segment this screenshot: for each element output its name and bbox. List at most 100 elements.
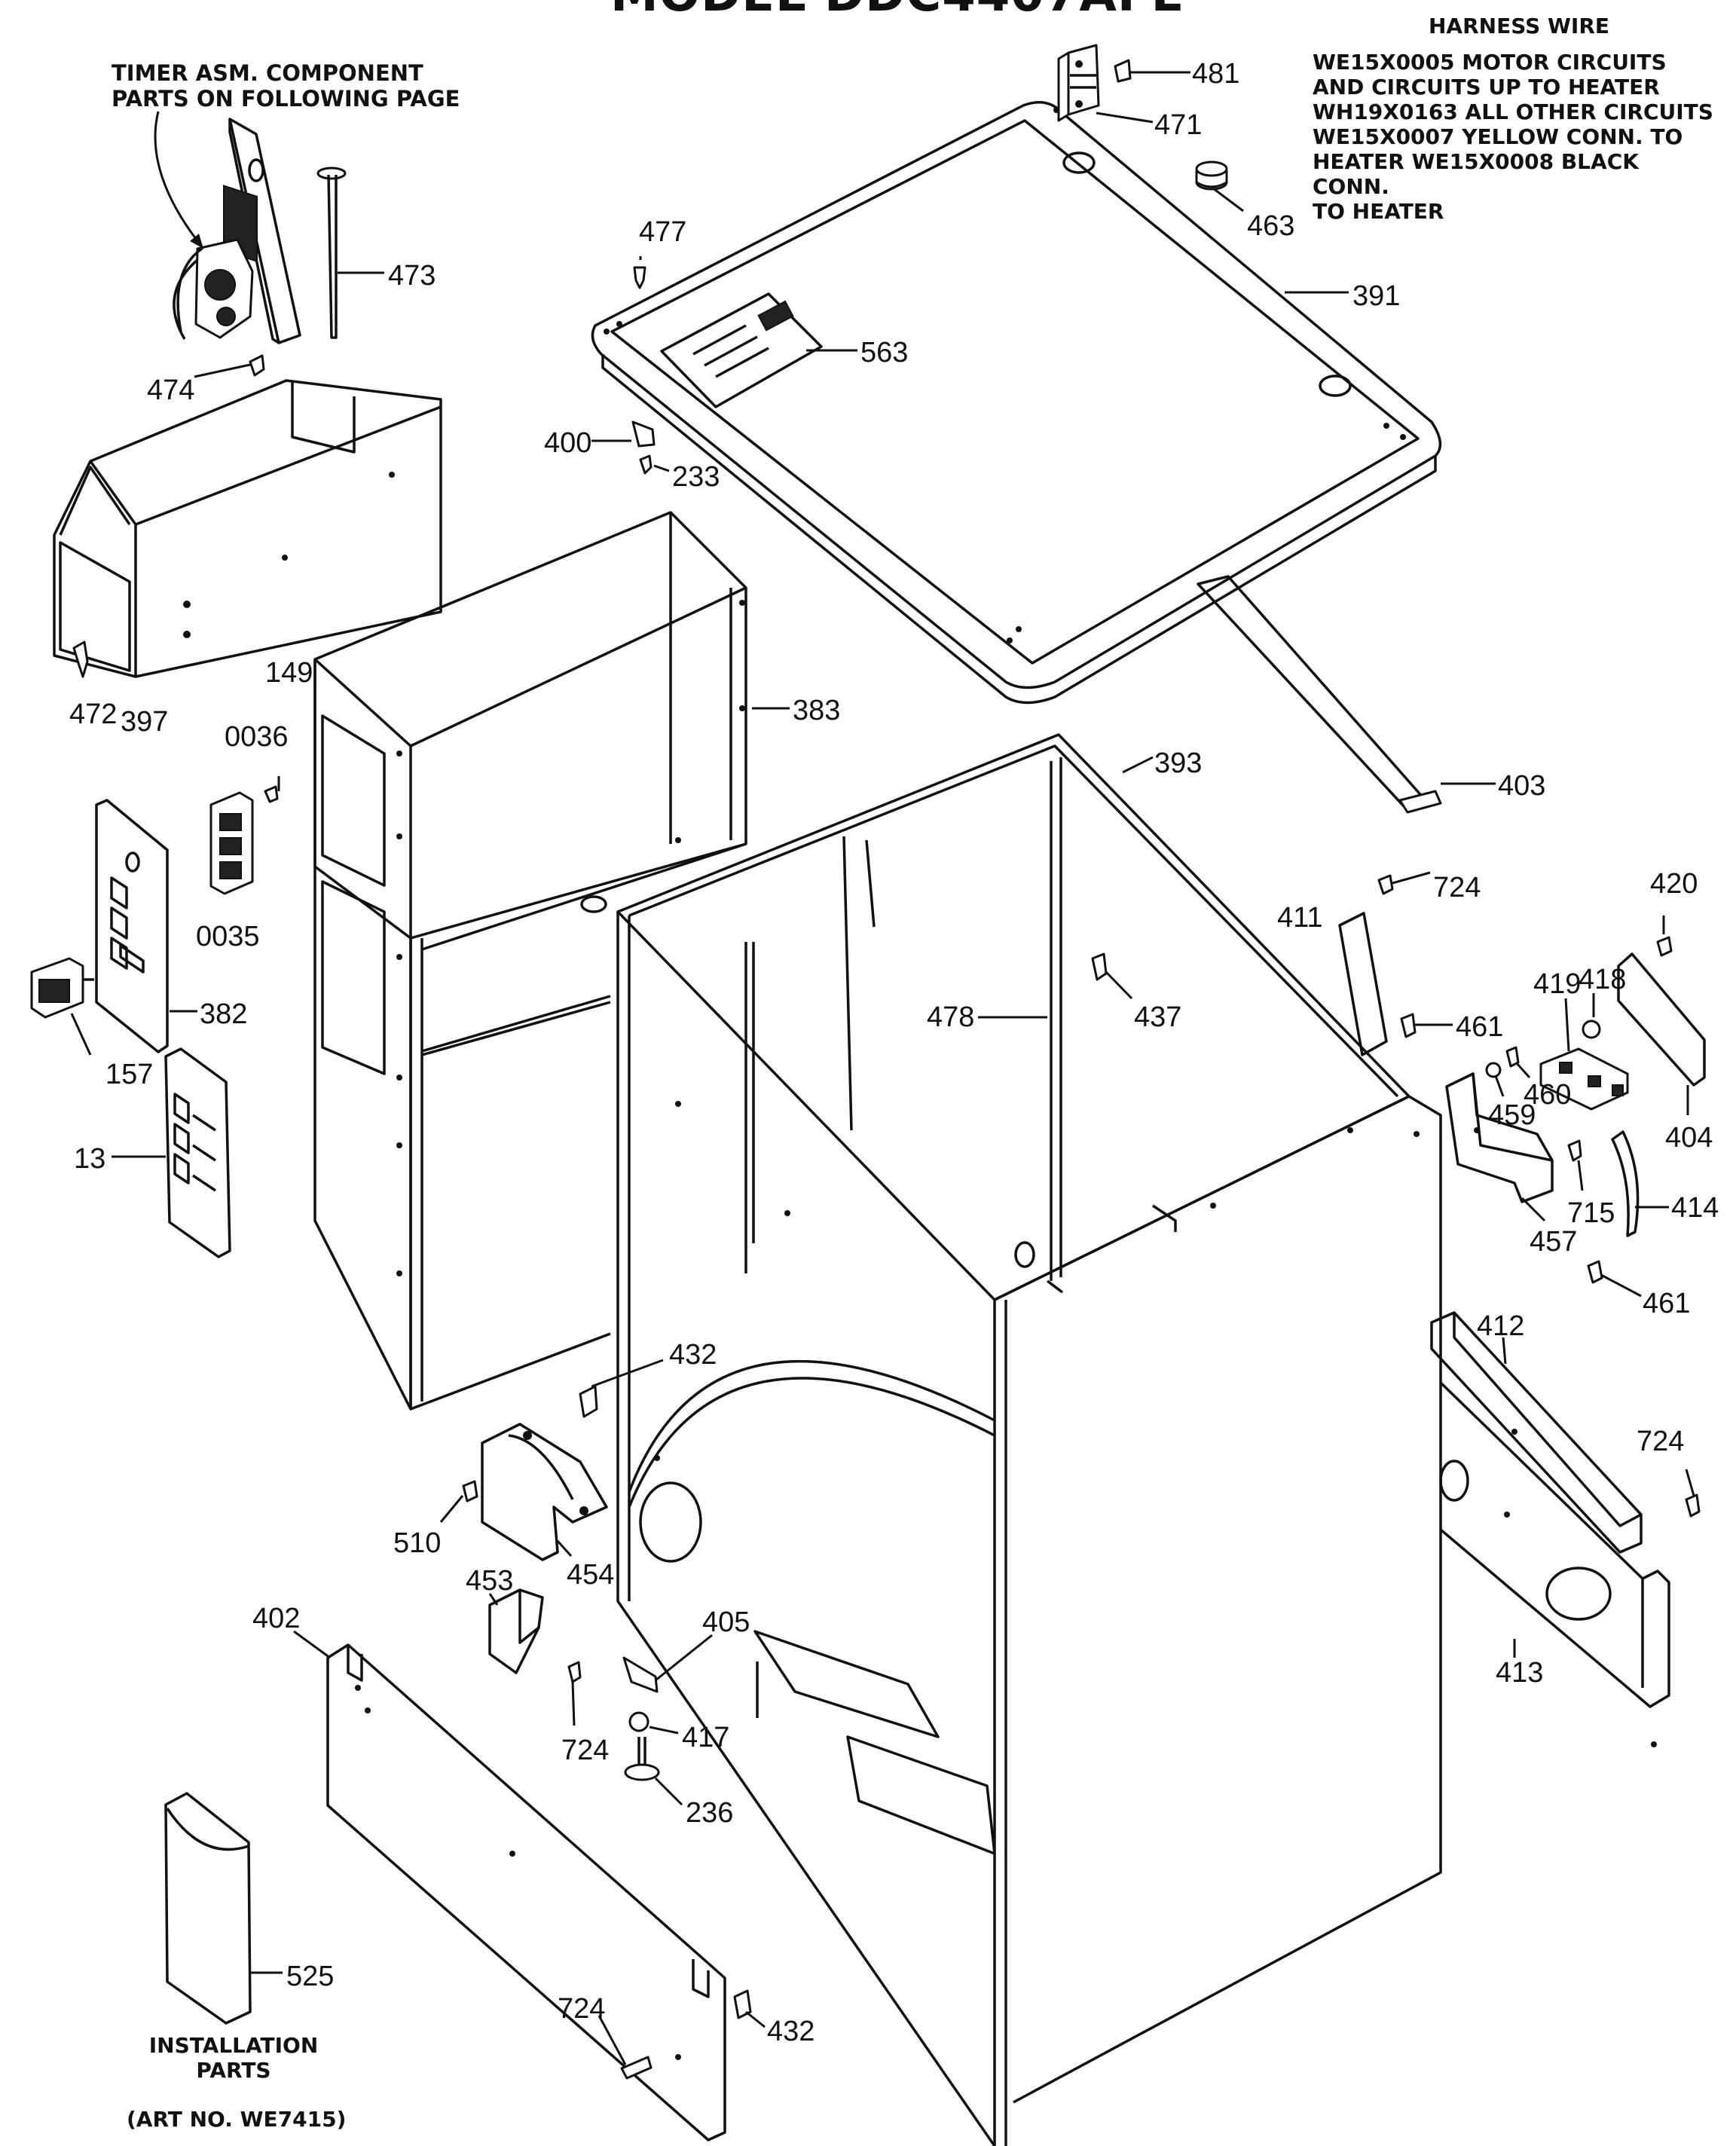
shield-414 bbox=[1611, 1130, 1640, 1237]
label-393: 393 bbox=[1154, 747, 1202, 779]
screw-461-lower bbox=[1587, 1260, 1603, 1284]
timer-motor bbox=[154, 111, 254, 340]
screw-510 bbox=[462, 1480, 478, 1503]
console-397 bbox=[53, 379, 442, 678]
installation-envelope-525 bbox=[164, 1792, 252, 2025]
label-525: 525 bbox=[286, 1961, 334, 1992]
part-labels: 481 471 463 391 477 563 473 474 400 233 … bbox=[69, 58, 1719, 2047]
bracket-454 bbox=[481, 1423, 608, 1561]
label-461-upper: 461 bbox=[1456, 1011, 1503, 1043]
rail-403 bbox=[1197, 575, 1426, 809]
switch-157 bbox=[30, 957, 94, 1019]
label-413: 413 bbox=[1496, 1657, 1543, 1689]
installation-parts-note: INSTALLATION PARTS bbox=[148, 2033, 319, 2083]
screw-460 bbox=[1505, 1046, 1520, 1068]
cover-404 bbox=[1617, 952, 1706, 1087]
art-number-note: (ART NO. WE7415) bbox=[127, 2107, 347, 2132]
screw-481 bbox=[1114, 59, 1132, 83]
label-404: 404 bbox=[1665, 1122, 1713, 1154]
label-403: 403 bbox=[1498, 770, 1545, 802]
cabinet-393 bbox=[616, 733, 1442, 2146]
label-724-top: 724 bbox=[1433, 872, 1481, 903]
label-419: 419 bbox=[1533, 968, 1581, 1000]
top-panel bbox=[591, 101, 1442, 705]
screw-420 bbox=[1656, 936, 1673, 957]
screw-437 bbox=[1091, 952, 1108, 981]
label-417: 417 bbox=[682, 1722, 729, 1753]
screw-233 bbox=[639, 454, 653, 475]
screw-724-bottom bbox=[620, 2056, 653, 2080]
label-391: 391 bbox=[1352, 280, 1400, 312]
label-454: 454 bbox=[567, 1559, 614, 1591]
label-233: 233 bbox=[672, 461, 720, 493]
label-510: 510 bbox=[393, 1527, 441, 1559]
nut-417 bbox=[628, 1711, 649, 1732]
label-397: 397 bbox=[121, 706, 168, 738]
label-432-lower: 432 bbox=[767, 2016, 815, 2047]
label-420: 420 bbox=[1650, 868, 1698, 900]
label-418: 418 bbox=[1579, 964, 1626, 995]
label-457: 457 bbox=[1530, 1226, 1577, 1258]
hinge-assembly bbox=[1057, 44, 1100, 122]
label-0035: 0035 bbox=[196, 921, 260, 952]
leader-lines bbox=[70, 71, 1695, 2065]
cover-411 bbox=[1338, 912, 1388, 1056]
label-463: 463 bbox=[1247, 210, 1294, 242]
label-453: 453 bbox=[466, 1565, 513, 1597]
harness-wire-heading: HARNESS WIRE bbox=[1429, 14, 1610, 38]
diagram-title: MODEL DDC4407AFL bbox=[610, 0, 1182, 23]
bumper-463 bbox=[1195, 160, 1228, 191]
terminal-block-0036 bbox=[209, 791, 254, 895]
label-405: 405 bbox=[702, 1606, 750, 1638]
label-400: 400 bbox=[544, 427, 591, 459]
label-460: 460 bbox=[1524, 1079, 1571, 1111]
label-477: 477 bbox=[639, 216, 686, 248]
label-724-right: 724 bbox=[1637, 1426, 1684, 1457]
clip-432-lower bbox=[733, 1989, 752, 2019]
clip-432-upper bbox=[579, 1385, 598, 1418]
control-panel-13 bbox=[164, 1047, 231, 1258]
label-459: 459 bbox=[1488, 1099, 1536, 1131]
label-13: 13 bbox=[74, 1143, 105, 1175]
screw-724-top bbox=[1377, 874, 1394, 895]
timer-assembly-note: TIMER ASM. COMPONENT PARTS ON FOLLOWING … bbox=[112, 60, 460, 112]
label-149: 149 bbox=[265, 657, 313, 689]
label-0036: 0036 bbox=[225, 721, 289, 753]
harness-wire-text: WE15X0005 MOTOR CIRCUITS AND CIRCUITS UP… bbox=[1313, 50, 1713, 225]
label-473: 473 bbox=[388, 260, 436, 292]
label-236: 236 bbox=[686, 1797, 733, 1829]
label-461-lower: 461 bbox=[1643, 1288, 1690, 1319]
label-382: 382 bbox=[200, 998, 247, 1030]
label-411: 411 bbox=[1277, 902, 1323, 934]
screw-474 bbox=[249, 354, 265, 377]
clip-405 bbox=[622, 1656, 659, 1693]
label-715: 715 bbox=[1567, 1197, 1615, 1229]
label-437: 437 bbox=[1134, 1001, 1181, 1033]
label-157: 157 bbox=[105, 1059, 153, 1090]
screw-724-lower bbox=[567, 1661, 582, 1683]
terminal-419 bbox=[1539, 1047, 1629, 1111]
console-rod-473 bbox=[316, 167, 347, 339]
label-724-lower: 724 bbox=[561, 1735, 609, 1766]
label-724-bottom: 724 bbox=[558, 1993, 605, 2025]
washer-459 bbox=[1485, 1062, 1502, 1078]
label-412: 412 bbox=[1477, 1310, 1524, 1342]
label-383: 383 bbox=[793, 695, 840, 726]
rail-412 bbox=[1430, 1311, 1643, 1554]
screw-724-right bbox=[1685, 1493, 1701, 1518]
screw-149 bbox=[264, 785, 279, 803]
bracket-453 bbox=[488, 1588, 544, 1674]
screw-461-upper bbox=[1400, 1013, 1417, 1038]
label-472: 472 bbox=[69, 699, 117, 730]
screw-472 bbox=[72, 640, 89, 678]
label-481: 481 bbox=[1192, 58, 1239, 90]
bracket-457 bbox=[1445, 1072, 1554, 1203]
control-plate-382 bbox=[95, 799, 169, 1053]
clip-400 bbox=[631, 420, 656, 448]
label-478: 478 bbox=[927, 1001, 974, 1033]
screw-477 bbox=[633, 266, 646, 289]
label-471: 471 bbox=[1154, 109, 1202, 141]
front-panel-383 bbox=[313, 511, 747, 1411]
label-402: 402 bbox=[252, 1603, 300, 1634]
